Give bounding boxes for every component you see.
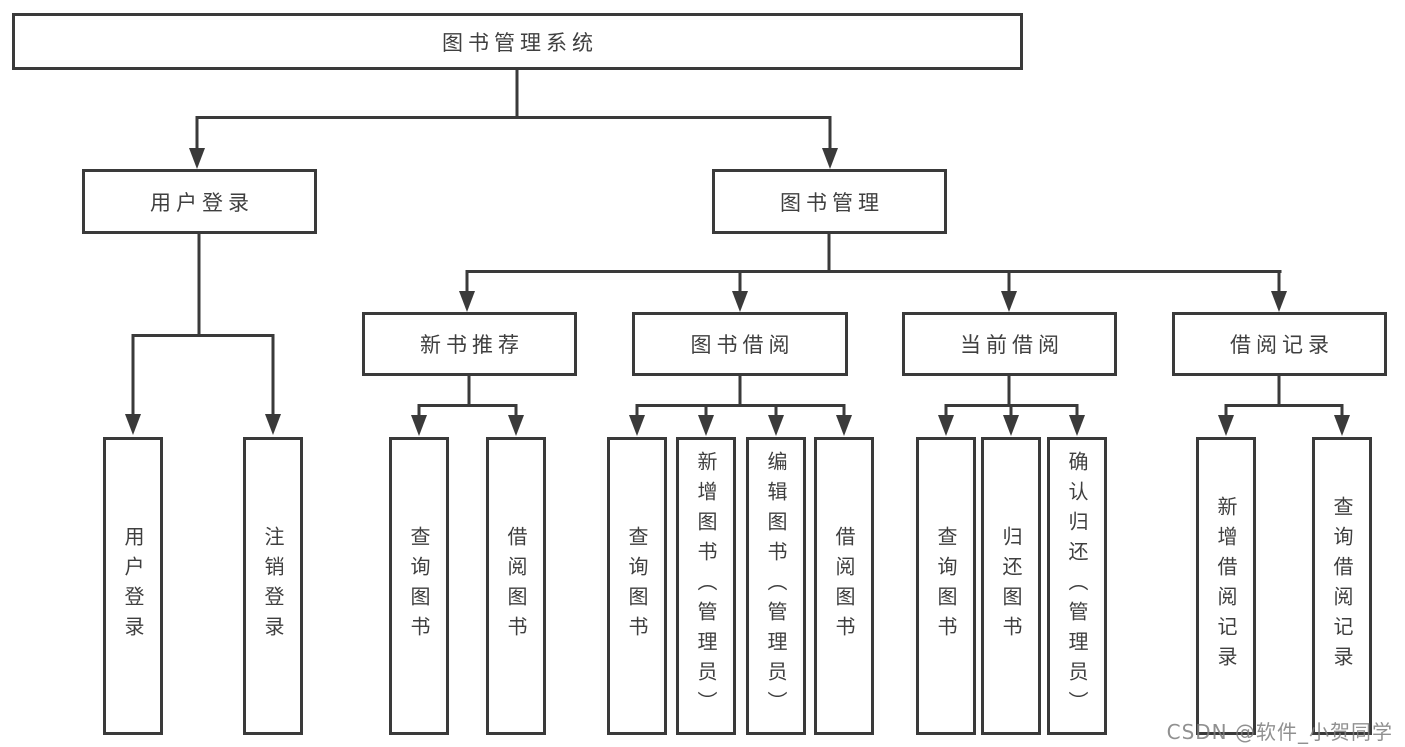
leaf-return-books: 归还图书 bbox=[981, 437, 1041, 735]
leaf-label: 借阅图书 bbox=[832, 526, 856, 646]
leaf-label: 归还图书 bbox=[999, 526, 1023, 646]
leaf-label: 查询图书 bbox=[934, 526, 958, 646]
leaf-label: 借阅图书 bbox=[504, 526, 528, 646]
leaf-current-query-books: 查询图书 bbox=[916, 437, 976, 735]
leaf-label: 确认归还（管理员） bbox=[1065, 451, 1089, 721]
node-label: 图书借阅 bbox=[690, 333, 795, 357]
leaf-user-login: 用户登录 bbox=[103, 437, 163, 735]
node-book-management: 图书管理 bbox=[712, 169, 947, 234]
node-book-borrowing: 图书借阅 bbox=[632, 312, 848, 376]
leaf-borrowing-borrow-books: 借阅图书 bbox=[814, 437, 874, 735]
leaf-label: 编辑图书（管理员） bbox=[764, 451, 788, 721]
node-label: 用户登录 bbox=[150, 190, 254, 215]
leaf-label: 查询图书 bbox=[407, 526, 431, 646]
leaf-add-books-admin: 新增图书（管理员） bbox=[676, 437, 736, 735]
leaf-label: 查询图书 bbox=[625, 526, 649, 646]
leaf-label: 新增图书（管理员） bbox=[694, 451, 718, 721]
leaf-label: 查询借阅记录 bbox=[1330, 496, 1354, 676]
leaf-recommend-query-books: 查询图书 bbox=[389, 437, 449, 735]
leaf-borrowing-query-books: 查询图书 bbox=[607, 437, 667, 735]
leaf-label: 新增借阅记录 bbox=[1214, 496, 1238, 676]
node-label: 图书管理系统 bbox=[442, 30, 598, 55]
node-current-borrowing: 当前借阅 bbox=[902, 312, 1117, 376]
node-label: 当前借阅 bbox=[960, 333, 1064, 357]
node-label: 新书推荐 bbox=[420, 333, 524, 357]
leaf-add-borrow-record: 新增借阅记录 bbox=[1196, 437, 1256, 735]
leaf-label: 注销登录 bbox=[261, 526, 285, 646]
leaf-query-borrow-record: 查询借阅记录 bbox=[1312, 437, 1372, 735]
node-label: 图书管理 bbox=[780, 190, 884, 215]
leaf-logout: 注销登录 bbox=[243, 437, 303, 735]
node-label: 借阅记录 bbox=[1230, 333, 1334, 357]
leaf-recommend-borrow-books: 借阅图书 bbox=[486, 437, 546, 735]
leaf-edit-books-admin: 编辑图书（管理员） bbox=[746, 437, 806, 735]
node-library-management-system: 图书管理系统 bbox=[12, 13, 1023, 70]
node-borrowing-records: 借阅记录 bbox=[1172, 312, 1387, 376]
node-user-login: 用户登录 bbox=[82, 169, 317, 234]
node-new-book-recommendation: 新书推荐 bbox=[362, 312, 577, 376]
csdn-watermark: CSDN @软件_小贺同学 bbox=[1166, 720, 1393, 744]
leaf-label: 用户登录 bbox=[121, 526, 145, 646]
leaf-confirm-return-admin: 确认归还（管理员） bbox=[1047, 437, 1107, 735]
